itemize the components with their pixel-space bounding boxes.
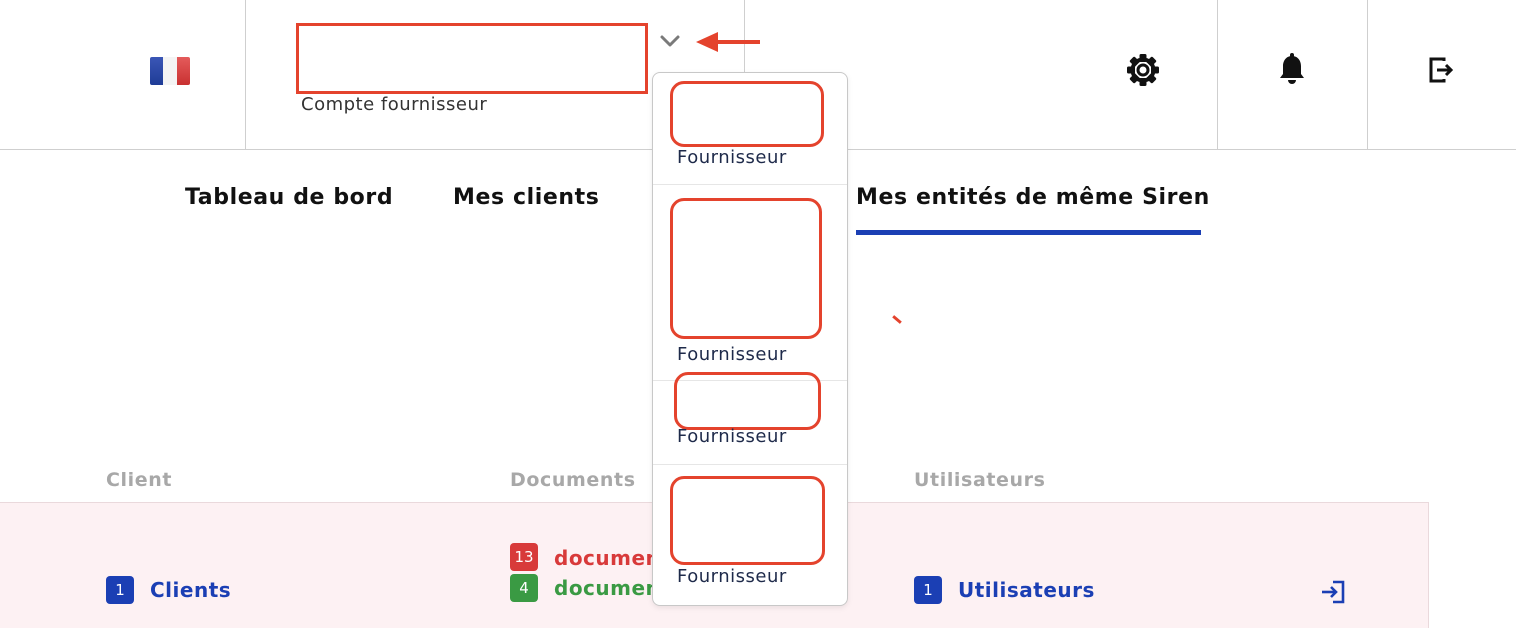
documents-green-badge: 4 xyxy=(510,574,538,602)
supplier-name-redacted xyxy=(674,372,821,430)
tab-tableau-de-bord[interactable]: Tableau de bord xyxy=(185,185,394,210)
tab-mes-clients[interactable]: Mes clients xyxy=(453,185,600,210)
dropdown-item[interactable]: Fournisseur xyxy=(653,73,847,185)
dropdown-item[interactable]: Fournisseur xyxy=(653,465,847,605)
users-link[interactable]: Utilisateurs xyxy=(958,578,1095,602)
logout-icon[interactable] xyxy=(1421,50,1461,90)
supplier-name-redacted xyxy=(670,476,825,565)
supplier-name-redacted xyxy=(670,81,824,147)
column-header-documents: Documents xyxy=(510,469,636,491)
account-name-redacted[interactable] xyxy=(296,23,648,94)
header-divider xyxy=(1367,0,1368,149)
column-header-client: Client xyxy=(106,469,173,491)
account-dropdown: Fournisseur Fournisseur Fournisseur Four… xyxy=(652,72,848,606)
bell-icon[interactable] xyxy=(1272,50,1312,90)
dropdown-item[interactable]: Fournisseur xyxy=(653,185,847,381)
login-icon[interactable] xyxy=(1319,578,1347,606)
header-divider xyxy=(245,0,246,149)
chevron-down-icon[interactable] xyxy=(657,30,683,52)
dropdown-item-label: Fournisseur xyxy=(677,344,787,365)
dropdown-item-label: Fournisseur xyxy=(677,566,787,587)
header-divider xyxy=(1217,0,1218,149)
supplier-name-redacted xyxy=(670,198,822,339)
tab-mes-entites[interactable]: Mes entités de même Siren xyxy=(856,185,1210,210)
column-header-users: Utilisateurs xyxy=(914,469,1046,491)
account-caption: Compte fournisseur xyxy=(301,94,488,115)
documents-red-badge: 13 xyxy=(510,543,538,571)
clients-link[interactable]: Clients xyxy=(150,578,232,602)
french-flag-icon[interactable] xyxy=(150,57,190,85)
annotation-arrow-icon xyxy=(696,32,760,52)
annotation-mark xyxy=(892,315,902,324)
dropdown-item-label: Fournisseur xyxy=(677,147,787,168)
dropdown-item-label: Fournisseur xyxy=(677,426,787,447)
active-tab-indicator xyxy=(856,230,1201,235)
dropdown-item[interactable]: Fournisseur xyxy=(653,372,847,465)
clients-count-badge: 1 xyxy=(106,576,134,604)
users-count-badge: 1 xyxy=(914,576,942,604)
gear-icon[interactable] xyxy=(1123,50,1163,90)
